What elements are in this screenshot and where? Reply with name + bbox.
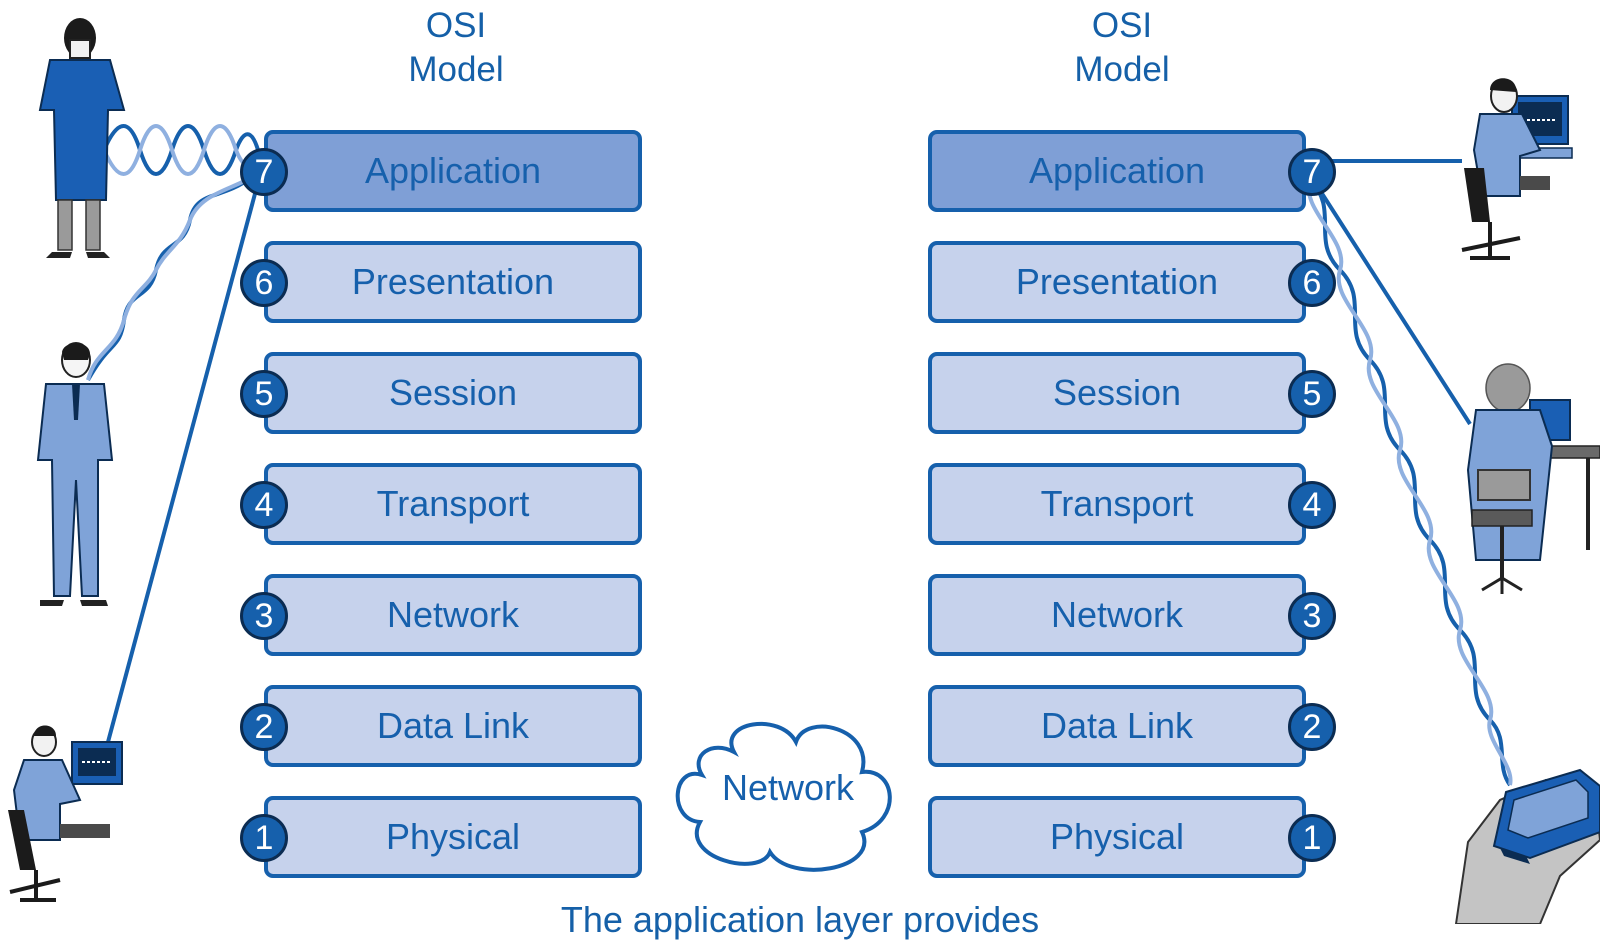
right-title-line1: OSI (1091, 6, 1153, 45)
layer-label: Transport (376, 483, 530, 524)
network-cloud-icon (675, 721, 892, 872)
right-link-seated-user (1310, 176, 1472, 426)
wave-left-woman-light (102, 124, 260, 176)
woman-figure-icon (38, 18, 126, 258)
wave-left-man (86, 176, 252, 381)
layer-label: Transport (1040, 483, 1194, 524)
left-straight-link (106, 189, 258, 743)
layer-label: Application (1028, 150, 1206, 191)
layer-label: Network (386, 594, 520, 635)
right-badge-1: 1 (1288, 814, 1336, 862)
right-stack-title: OSI Model (1022, 4, 1222, 92)
right-badge-3: 3 (1288, 592, 1336, 640)
wireless-links (86, 124, 1513, 787)
right-layer-6: Presentation (928, 241, 1306, 323)
desktop-user-icon (1461, 78, 1573, 260)
right-layer-4: Transport (928, 463, 1306, 545)
right-layer-7: Application (928, 130, 1306, 212)
layer-label: Network (1050, 594, 1184, 635)
left-layer-7: Application (264, 130, 642, 212)
man-figure-icon (36, 342, 114, 606)
left-badge-1: 1 (240, 814, 288, 862)
right-badge-7: 7 (1288, 148, 1336, 196)
network-cloud-label: Network (721, 767, 855, 808)
left-layer-1: Physical (264, 796, 642, 878)
right-badge-5: 5 (1288, 370, 1336, 418)
connection-lines (106, 159, 1472, 743)
left-stack-title: OSI Model (356, 4, 556, 92)
left-title-line1: OSI (425, 6, 487, 45)
right-layer-3: Network (928, 574, 1306, 656)
layer-label: Data Link (1040, 705, 1194, 746)
left-layer-6: Presentation (264, 241, 642, 323)
left-badge-6: 6 (240, 259, 288, 307)
layer-label: Presentation (1015, 261, 1219, 302)
handheld-device-icon (1454, 768, 1600, 924)
right-layer-2: Data Link (928, 685, 1306, 767)
layer-label: Physical (1049, 816, 1185, 857)
seated-user-icon (1466, 363, 1600, 594)
left-layer-5: Session (264, 352, 642, 434)
right-layer-5: Session (928, 352, 1306, 434)
layer-label: Application (364, 150, 542, 191)
left-layer-3: Network (264, 574, 642, 656)
layer-label: Data Link (376, 705, 530, 746)
left-badge-4: 4 (240, 481, 288, 529)
left-badge-5: 5 (240, 370, 288, 418)
left-layer-4: Transport (264, 463, 642, 545)
wave-left-man-light (86, 176, 252, 381)
left-layer-2: Data Link (264, 685, 642, 767)
left-badge-3: 3 (240, 592, 288, 640)
left-title-line2: Model (408, 50, 504, 89)
layer-label: Session (1052, 372, 1182, 413)
right-badge-2: 2 (1288, 703, 1336, 751)
layer-label: Physical (385, 816, 521, 857)
computer-user-icon (8, 725, 123, 902)
figure-caption: The application layer provides (560, 899, 1040, 940)
right-badge-4: 4 (1288, 481, 1336, 529)
right-layer-1: Physical (928, 796, 1306, 878)
right-badge-6: 6 (1288, 259, 1336, 307)
left-badge-2: 2 (240, 703, 288, 751)
wave-right-handheld-light (1306, 179, 1513, 786)
layer-label: Session (388, 372, 518, 413)
left-badge-7: 7 (240, 148, 288, 196)
wave-right-handheld (1308, 178, 1512, 787)
layer-label: Presentation (351, 261, 555, 302)
right-title-line2: Model (1074, 50, 1170, 89)
